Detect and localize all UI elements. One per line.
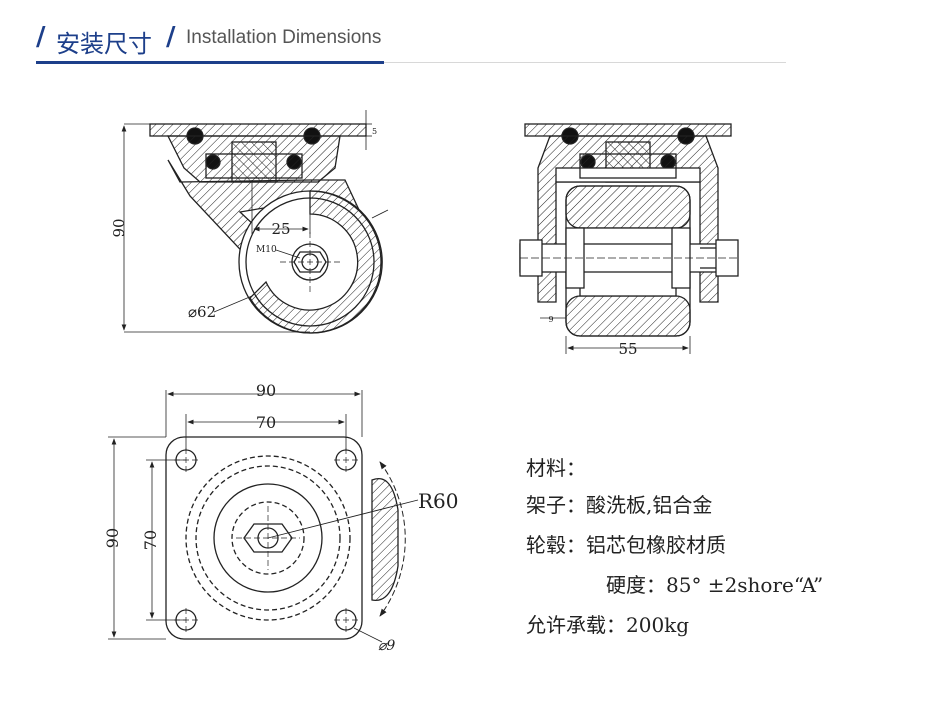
front-gap-label: 9: [548, 315, 553, 324]
hole-spacing-x-label: 70: [256, 413, 276, 432]
plate-thickness-label: 5: [372, 127, 377, 136]
front-view: [519, 123, 739, 354]
thread-label: M10: [256, 245, 277, 255]
section-title-en: Installation Dimensions: [186, 27, 382, 48]
section-title-zh: 安装尺寸: [56, 30, 152, 58]
wheel-diameter-label: ⌀62: [188, 303, 216, 321]
swivel-circle: [185, 455, 351, 621]
kingpin: [231, 141, 277, 183]
title-slash: /: [36, 22, 46, 52]
swivel-radius-label: R60: [418, 489, 459, 513]
hole-spacing-y-label: 70: [141, 530, 160, 550]
top-plate: [149, 123, 367, 137]
top-view: [108, 390, 419, 643]
side-height-label: 90: [110, 218, 128, 237]
spec-load: 允许承载：200kg: [526, 613, 690, 637]
spec-hub: 轮毂：铝芯包橡胶材质: [526, 533, 726, 557]
front-width-label: 55: [618, 340, 637, 358]
plate-width-label: 90: [256, 381, 276, 400]
offset-label: 25: [271, 220, 290, 238]
header-divider: [384, 62, 786, 63]
brake-pedal: [371, 478, 399, 601]
top-hex-nut: [243, 523, 293, 553]
side-view: [121, 110, 389, 334]
spec-material-heading: 材料：: [526, 456, 586, 480]
wheel-tread: [249, 190, 383, 334]
header-underline: [36, 61, 384, 64]
front-top-plate: [524, 123, 732, 137]
plate-height-label: 90: [103, 528, 122, 548]
spec-hardness: 硬度：85° ±2shore“A”: [606, 573, 824, 597]
spec-frame: 架子：酸洗板,铝合金: [526, 493, 713, 517]
title-slash: /: [166, 22, 176, 52]
hole-diameter-label: ⌀9: [378, 638, 395, 654]
